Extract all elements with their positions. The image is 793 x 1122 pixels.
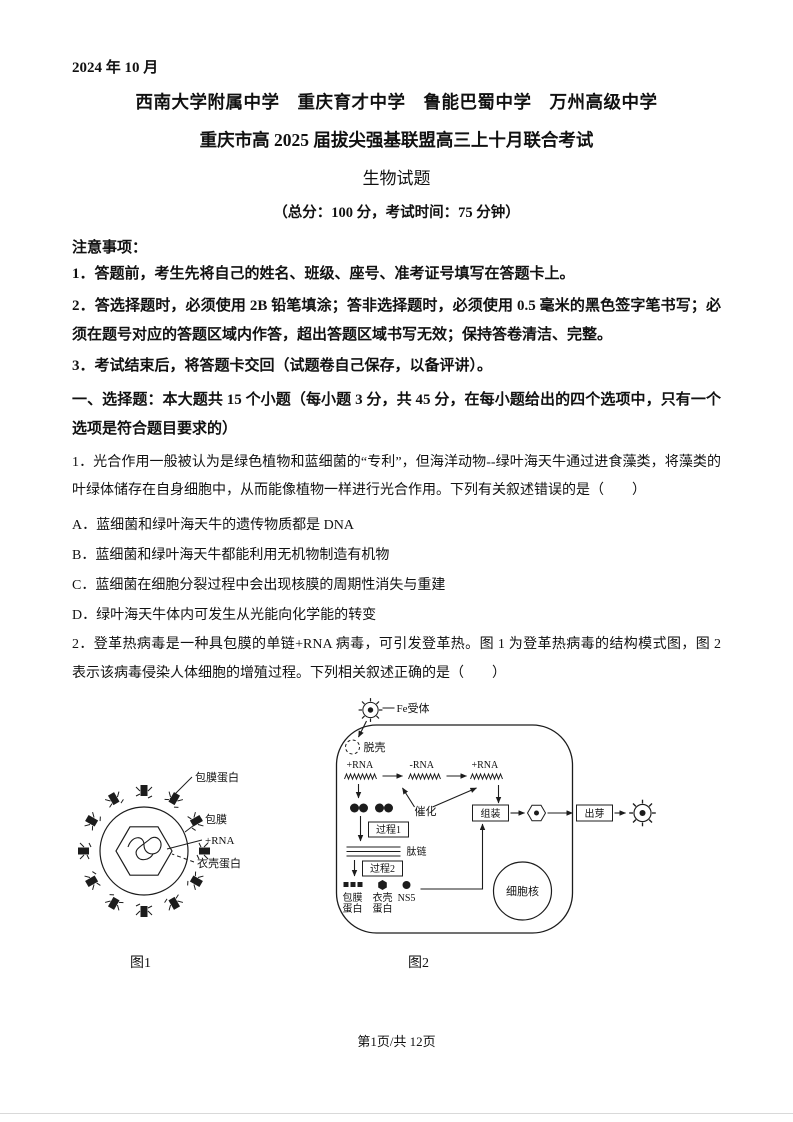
virus-envelope — [99, 805, 189, 896]
leader-line — [184, 818, 203, 832]
fig2-label-process1: 过程1 — [376, 823, 401, 836]
fig2-label-catalyze: 催化 — [415, 804, 437, 818]
rna-strand — [344, 772, 377, 780]
figure-1-virus-diagram: 包膜蛋白 包膜 +RNA 衣壳蛋白 — [77, 770, 241, 918]
fig1-label-capsid-protein: 衣壳蛋白 — [197, 856, 241, 870]
notice-item-1: 1．答题前，考生先将自己的姓名、班级、座号、准考证号填写在答题卡上。 — [72, 266, 575, 282]
nucleus — [492, 860, 553, 921]
fig1-label-rna: +RNA — [205, 835, 234, 847]
fig2-label-capsid-line2: 蛋白 — [373, 902, 393, 915]
question-1-stem: 1．光合作用一般被认为是绿色植物和蓝细菌的“专利”，但海洋动物--绿叶海天牛通过… — [72, 454, 721, 499]
virus-at-receptor-icon — [358, 697, 383, 723]
entry-arrow — [358, 720, 367, 738]
cell-membrane — [335, 723, 574, 934]
rna-strand — [408, 772, 441, 780]
section-heading: 一、选择题：本大题共 15 个小题（每小题 3 分，共 45 分，在每小题给出的… — [72, 392, 721, 437]
question-1-option-d: D．绿叶海天牛体内可发生从光能向化学能的转变 — [72, 608, 377, 624]
fig2-label-bud: 出芽 — [585, 807, 605, 820]
viral-protein-icons — [343, 879, 411, 890]
fig2-label-plus-rna-1: +RNA — [347, 760, 375, 771]
fig2-label-process2: 过程2 — [370, 862, 395, 875]
schools-line: 西南大学附属中学 重庆育才中学 鲁能巴蜀中学 万州高级中学 — [135, 92, 658, 112]
question-1-option-a: A．蓝细菌和绿叶海天牛的遗传物质都是 DNA — [72, 518, 354, 534]
leader-line — [169, 776, 193, 799]
figure-2-caption: 图2 — [408, 955, 429, 971]
fig2-label-capsid-line1: 衣壳 — [373, 891, 393, 904]
released-virus-icon — [628, 798, 657, 827]
envelope-spikes — [77, 784, 211, 918]
fig1-label-envelope: 包膜 — [205, 813, 227, 826]
fig2-label-env-protein-line2: 蛋白 — [343, 902, 363, 915]
to-assembly-line — [420, 822, 486, 890]
peptide-chain-lines — [346, 846, 401, 857]
uncoating-capsid-icon — [345, 739, 360, 755]
virus-rna-strand — [127, 836, 162, 860]
catalyze-arrow — [432, 787, 478, 808]
exam-date: 2024 年 10 月 — [72, 60, 159, 76]
question-2-stem: 2．登革热病毒是一种具包膜的单链+RNA 病毒，可引发登革热。图 1 为登革热病… — [72, 637, 721, 681]
fig2-label-peptide: 肽链 — [407, 845, 427, 858]
budding-box — [576, 804, 613, 822]
fig2-label-fe-receptor: Fe受体 — [397, 701, 430, 715]
fig2-label-assemble: 组装 — [481, 807, 501, 820]
notice-heading: 注意事项： — [72, 240, 148, 256]
notice-item-2: 2．答选择题时，必须使用 2B 铅笔填涂；答非选择题时，必须使用 0.5 毫米的… — [72, 297, 721, 343]
leader-line — [166, 839, 203, 850]
fig1-label-envelope-protein: 包膜蛋白 — [195, 770, 239, 784]
leader-line-dashed — [171, 853, 195, 863]
fig2-label-nucleus: 细胞核 — [506, 884, 539, 898]
figures-row: 包膜蛋白 包膜 +RNA 衣壳蛋白 图1 — [72, 695, 721, 972]
fig2-label-env-protein-line1: 包膜 — [343, 891, 363, 904]
process1-box — [368, 821, 409, 838]
figure-2-cell-diagram: Fe受体 脱壳 +RNA -RNA +RNA 催化 — [335, 697, 657, 934]
process2-box — [362, 860, 403, 877]
virus-capsid-hexagon — [115, 825, 173, 876]
figure-1-block: 包膜蛋白 包膜 +RNA 衣壳蛋白 图1 — [72, 749, 302, 972]
question-1-option-b: B．蓝细菌和绿叶海天牛都能利用无机物制造有机物 — [72, 548, 390, 564]
figure-1-caption: 图1 — [130, 955, 151, 971]
fig2-label-minus-rna: -RNA — [410, 760, 435, 771]
capsid-icon — [526, 804, 547, 821]
fig2-label-plus-rna-2: +RNA — [472, 760, 500, 771]
exam-title: 重庆市高 2025 届拔尖强基联盟高三上十月联合考试 — [199, 130, 594, 150]
capsid-core-dot — [534, 810, 539, 816]
page-bottom-edge — [0, 1113, 793, 1114]
assembly-box — [472, 804, 509, 822]
subject-title: 生物试题 — [362, 169, 431, 188]
fig2-label-uncoating: 脱壳 — [364, 740, 386, 754]
exam-info-line: （总分：100 分，考试时间：75 分钟） — [273, 205, 520, 221]
figure-2-block: Fe受体 脱壳 +RNA -RNA +RNA 催化 — [328, 695, 728, 972]
page-footer: 第1页/共 12页 — [357, 1034, 436, 1049]
ribosome-icons — [350, 803, 393, 813]
fig2-label-ns5: NS5 — [398, 893, 416, 904]
catalyze-arrow — [402, 787, 415, 807]
notice-item-3: 3．考试结束后，将答题卡交回（试题卷自己保存，以备评讲）。 — [72, 358, 493, 375]
rna-strand — [470, 772, 503, 780]
question-1-option-c: C．蓝细菌在细胞分裂过程中会出现核膜的周期性消失与重建 — [72, 578, 446, 594]
